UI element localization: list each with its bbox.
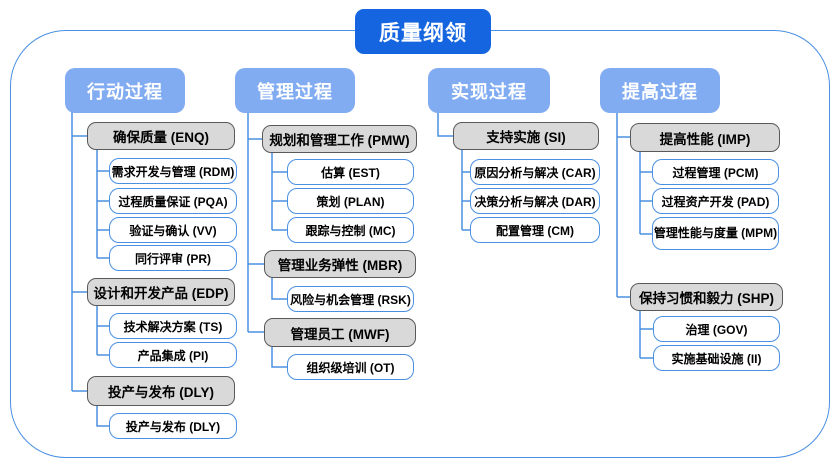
leaf-node-pad: 过程资产开发 (PAD)	[652, 188, 779, 214]
leaf-node-rdm: 需求开发与管理 (RDM)	[109, 158, 237, 184]
leaf-node-mpm: 管理性能与度量 (MPM)	[652, 217, 779, 250]
group-node-imp: 提高性能 (IMP)	[630, 123, 780, 152]
leaf-node-mc: 跟踪与控制 (MC)	[287, 217, 414, 243]
header-improvement-process: 提高过程	[600, 68, 720, 113]
leaf-node-vv: 验证与确认 (VV)	[109, 217, 237, 243]
root-node-quality-program: 质量纲领	[355, 9, 491, 54]
leaf-node-gov: 治理 (GOV)	[653, 316, 780, 342]
header-action-process: 行动过程	[65, 68, 185, 113]
header-realization-process: 实现过程	[428, 68, 550, 113]
leaf-node-car: 原因分析与解决 (CAR)	[470, 159, 600, 185]
leaf-node-pr: 同行评审 (PR)	[109, 245, 237, 271]
leaf-node-ii: 实施基础设施 (II)	[653, 345, 780, 371]
leaf-node-ot: 组织级培训 (OT)	[287, 354, 414, 380]
group-node-pmw: 规划和管理工作 (PMW)	[262, 125, 417, 153]
leaf-node-dly: 投产与发布 (DLY)	[109, 413, 237, 439]
leaf-node-est: 估算 (EST)	[287, 159, 414, 185]
group-node-mwf: 管理员工 (MWF)	[264, 318, 416, 347]
group-node-si: 支持实施 (SI)	[453, 122, 599, 150]
header-management-process: 管理过程	[235, 68, 355, 113]
leaf-node-pqa: 过程质量保证 (PQA)	[109, 188, 237, 214]
leaf-node-cm: 配置管理 (CM)	[470, 217, 600, 243]
leaf-node-pi: 产品集成 (PI)	[109, 342, 237, 368]
group-node-edp: 设计和开发产品 (EDP)	[87, 278, 235, 306]
leaf-node-rsk: 风险与机会管理 (RSK)	[287, 286, 414, 312]
group-node-enq: 确保质量 (ENQ)	[87, 122, 235, 150]
group-node-dly: 投产与发布 (DLY)	[87, 376, 235, 406]
leaf-node-dar: 决策分析与解决 (DAR)	[470, 188, 600, 214]
group-node-mbr: 管理业务弹性 (MBR)	[264, 250, 416, 278]
leaf-node-ts: 技术解决方案 (TS)	[109, 313, 237, 339]
leaf-node-pcm: 过程管理 (PCM)	[652, 159, 779, 185]
group-node-shp: 保持习惯和毅力 (SHP)	[630, 283, 783, 311]
leaf-node-plan: 策划 (PLAN)	[287, 188, 414, 214]
